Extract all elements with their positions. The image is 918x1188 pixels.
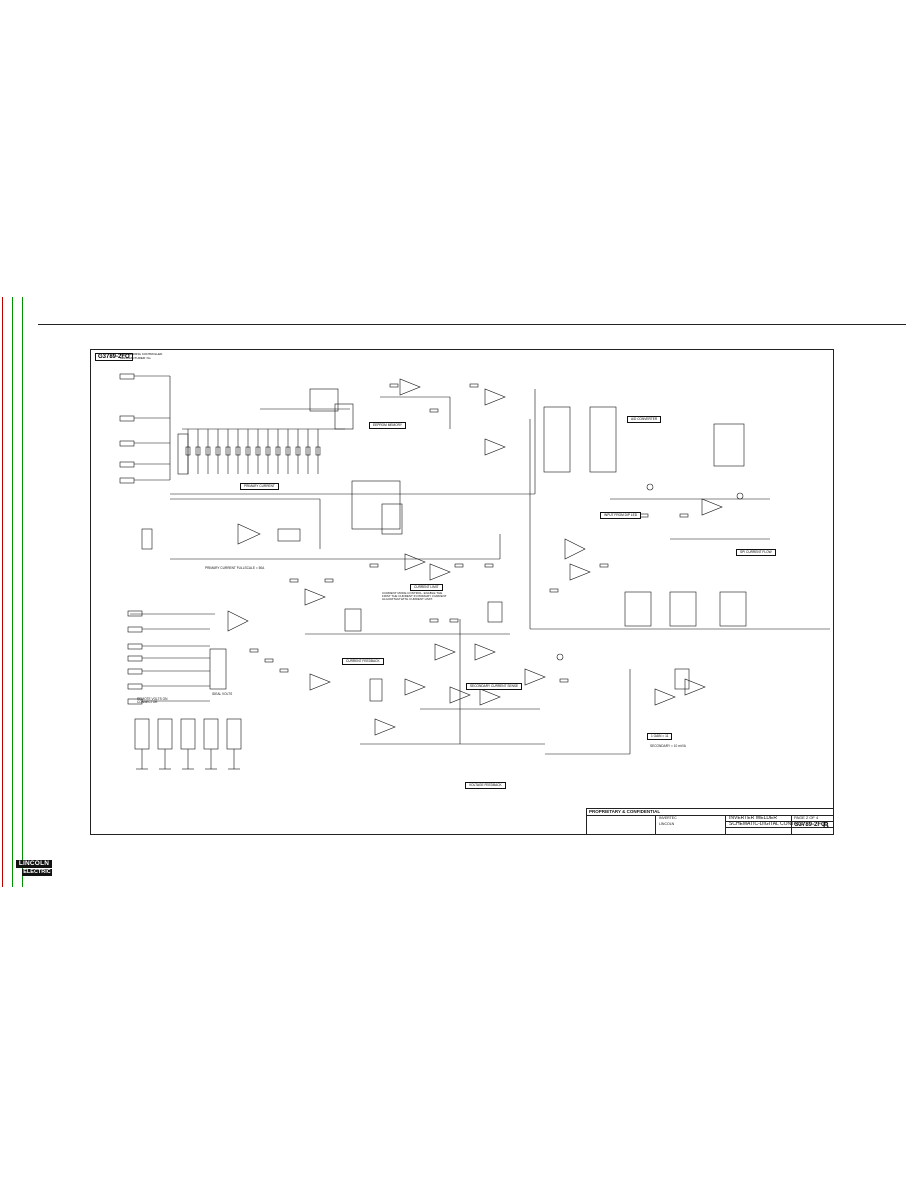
logo-lincoln: LINCOLN <box>16 860 52 868</box>
block-label-ad-converter: A/D CONVERTER <box>627 416 662 424</box>
page-indicator: PAGE 2 OF 4 <box>794 816 818 820</box>
left-margin-green-bar <box>12 297 23 887</box>
engineering-note-line-1: ENGINEERING CONTROLLED <box>120 352 163 356</box>
block-label-voltage-feedback: VOLTAGE FEEDBACK <box>465 782 506 790</box>
page-number: 2 <box>805 815 809 820</box>
block-label-current-feedback: CURRENT FEEDBACK <box>342 658 384 666</box>
title-block: PROPRIETARY & CONFIDENTIAL INVERTEC LINC… <box>586 808 834 835</box>
block-label-eeprom-memory: EEPROM MEMORY <box>369 422 406 430</box>
confidential-label: PROPRIETARY & CONFIDENTIAL <box>589 809 661 814</box>
revision-letter: B <box>823 821 829 830</box>
resistor-bank <box>177 428 345 475</box>
page-label: PAGE <box>794 815 805 820</box>
block-label-secondary-current-sense: SECONDARY CURRENT SENSE <box>466 683 523 691</box>
block-label-current-limit: CURRENT LIMIT <box>410 584 443 592</box>
series-label: INVERTEC <box>659 816 677 820</box>
schematic-drawing <box>119 373 830 770</box>
input-connectors <box>119 373 143 705</box>
op-amps <box>227 378 723 736</box>
engineering-note: ENGINEERING CONTROLLED MANUFACTURER: No <box>120 352 162 360</box>
page-total: 4 <box>816 815 819 820</box>
logo-electric: ELECTRIC <box>22 869 52 876</box>
passive-components <box>130 375 744 770</box>
label-primary-current-fullscale: PRIMARY CURRENT FULLSCALE = 50A <box>205 566 265 570</box>
label-remote-volts: REMOTE VOLTS ON CONNECTOR <box>137 697 168 705</box>
product-name: INVERTER WELDER <box>729 815 777 821</box>
block-label-primary-current: PRIMARY CURRENT <box>240 483 279 491</box>
document-number: G3789-2FO <box>794 822 826 828</box>
schematic-sheet <box>90 349 834 835</box>
block-label-spi-current-flow: SPI CURRENT FLOW <box>736 549 776 557</box>
label-one-gain: 1 GAIN = 11 <box>647 733 673 741</box>
drawing-title: SCHEMATIC-DIGITAL CONTROL <box>729 821 805 827</box>
label-ideal-volts: IDEAL VOLTS <box>212 692 233 696</box>
header-rule <box>38 324 906 325</box>
lincoln-electric-logo: LINCOLN ELECTRIC <box>16 860 60 878</box>
current-mode-note: CURRENT MODE CONTROL. ENABLE THE FIRST T… <box>382 591 447 601</box>
block-label-input-from-dip: INPUT FROM DIP LED <box>600 512 642 520</box>
drawing-number-mirrored: G3789-2FO <box>95 353 133 361</box>
integrated-circuits <box>141 388 747 702</box>
signal-buses <box>170 389 830 755</box>
of-label: OF <box>809 815 815 820</box>
label-secondary-gain: SECONDARY = 10 mV/A <box>650 744 686 748</box>
maker-label: LINCOLN <box>659 822 675 826</box>
engineering-note-line-2: MANUFACTURER: No <box>120 356 151 360</box>
